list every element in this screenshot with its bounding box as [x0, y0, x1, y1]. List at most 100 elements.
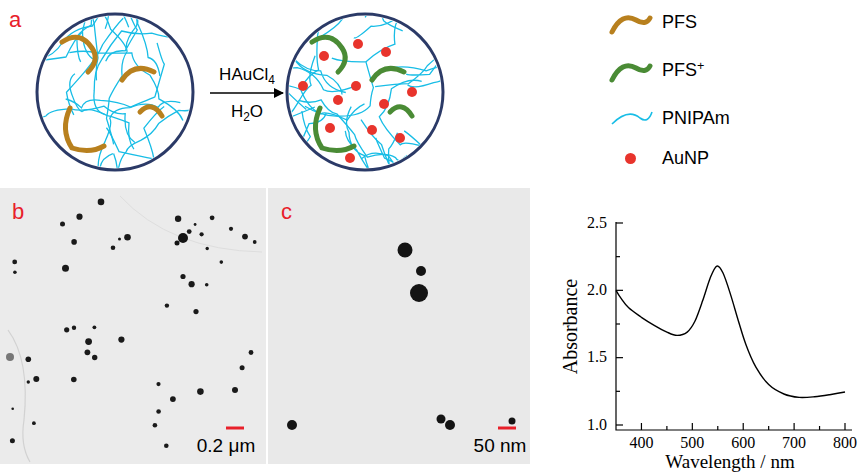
- tick-label: 1.5: [587, 348, 607, 366]
- tem-particle: [33, 376, 39, 382]
- tem-particle: [240, 365, 245, 370]
- axis-title: Wavelength / nm: [665, 451, 794, 473]
- tem-particle: [156, 382, 160, 386]
- tem-particle: [85, 338, 92, 345]
- legend-text: PFS+: [662, 60, 704, 81]
- tem-particle: [220, 260, 224, 264]
- pnipam-strands: [14, 0, 201, 181]
- tem-image: [268, 188, 530, 464]
- pnipam-strand: [362, 138, 406, 181]
- tick-mark: [616, 256, 620, 257]
- pnipam-strand: [70, 0, 93, 59]
- tem-particle: [76, 214, 82, 220]
- tem-particle: [71, 239, 77, 245]
- tem-particle: [92, 355, 97, 360]
- tem-particle: [72, 326, 76, 330]
- figure-part: [353, 39, 363, 49]
- scale-label: 0.2 μm: [197, 435, 255, 457]
- tick-mark: [743, 423, 744, 430]
- figure-part: 4: [268, 73, 275, 87]
- tem-particle: [64, 327, 69, 332]
- figure-part: [416, 266, 426, 276]
- reaction-arrow: [210, 92, 283, 94]
- panel-letter: c: [281, 199, 292, 224]
- tick-mark: [717, 426, 718, 430]
- tick-mark: [692, 423, 693, 430]
- tem-particle: [153, 423, 158, 428]
- figure-part: [122, 68, 154, 80]
- pnipam-strand: [126, 8, 160, 77]
- scale-bar: [226, 427, 244, 430]
- pfs-chains: [62, 37, 162, 150]
- chart-axis: [616, 222, 852, 430]
- panel-letter: b: [12, 199, 24, 224]
- tem-particle: [197, 388, 204, 395]
- pnipam-strand: [106, 107, 164, 159]
- figure-part: [65, 108, 104, 151]
- tick-mark: [616, 424, 623, 425]
- tem-particle: [26, 357, 32, 363]
- figure-part: [175, 241, 180, 246]
- tem-particle: [71, 377, 77, 383]
- pnipam-strand: [281, 85, 365, 121]
- tem-particle: [180, 274, 185, 279]
- figure-part: [312, 37, 345, 72]
- tick-label: 600: [731, 434, 755, 452]
- figure-part: [372, 68, 404, 80]
- tick-mark: [616, 391, 620, 392]
- tem-particle: [164, 443, 169, 448]
- figure-part: [140, 107, 162, 116]
- film-crease: [8, 330, 30, 462]
- tem-particle: [253, 240, 257, 244]
- tick-label: 2.0: [587, 281, 607, 299]
- tem-particle: [12, 260, 17, 265]
- tem-particle: [175, 216, 181, 222]
- tem-particle: [229, 227, 233, 231]
- tem-particles: [10, 199, 257, 448]
- tem-particle: [98, 199, 105, 206]
- pnipam-strand: [299, 100, 420, 162]
- panel-letter: a: [9, 7, 21, 32]
- tick-label: 400: [629, 434, 653, 452]
- tem-particle: [118, 237, 121, 240]
- tem-image: [0, 188, 266, 464]
- tick-label: 2.5: [587, 214, 607, 232]
- pnipam-strand: [35, 0, 109, 60]
- figure-part: [333, 95, 343, 105]
- figure-part: [315, 108, 354, 151]
- figure-part: [345, 153, 355, 163]
- figure-part: [367, 125, 377, 135]
- figure-part: [395, 133, 405, 143]
- tem-particle: [193, 309, 198, 314]
- microgel-circle: [287, 14, 443, 170]
- tick-label: 700: [782, 434, 806, 452]
- figure-part: [325, 123, 335, 133]
- tick-mark: [794, 423, 795, 430]
- figure-part: [178, 233, 188, 243]
- tem-particle: [11, 407, 14, 410]
- figure-part: [379, 99, 389, 109]
- tem-particle: [93, 325, 97, 329]
- figure-part: [381, 47, 391, 57]
- figure-part: [351, 81, 361, 91]
- pnipam-strand: [98, 101, 180, 175]
- tick-mark: [666, 426, 667, 430]
- pnipam-strands: [264, 0, 457, 181]
- tick-mark: [844, 423, 845, 430]
- tick-mark: [768, 426, 769, 430]
- tem-particle: [10, 438, 15, 443]
- tem-particle: [205, 283, 209, 287]
- tem-particle: [170, 396, 176, 402]
- tem-particle: [85, 349, 91, 355]
- figure-part: [287, 420, 297, 430]
- tem-particles: [6, 233, 516, 430]
- microgel-circle: [37, 14, 193, 170]
- figure-part: [298, 81, 308, 91]
- figure-part: [437, 415, 446, 424]
- spectrum-curve: [616, 266, 845, 398]
- pnipam-strand: [365, 0, 403, 31]
- pnipam-strand: [114, 101, 201, 180]
- tem-particle: [13, 271, 17, 275]
